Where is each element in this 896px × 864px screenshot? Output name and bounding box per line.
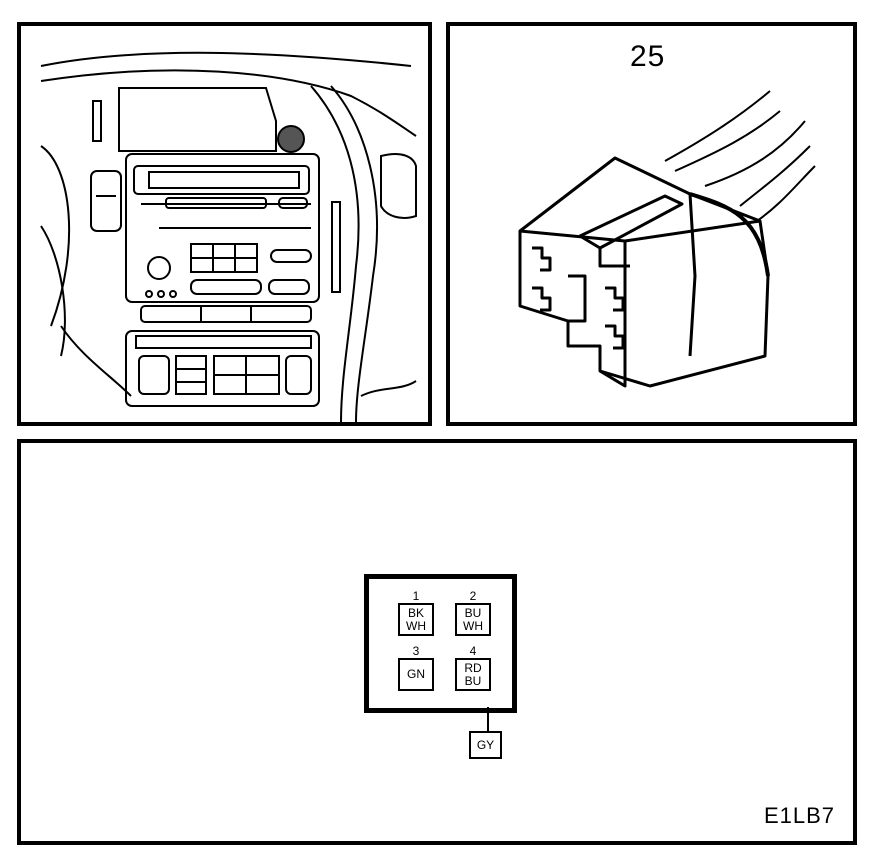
wire-color-stripe: BU (464, 673, 482, 688)
figure-code: E1LB7 (763, 803, 835, 828)
pin-number: 4 (469, 644, 477, 658)
pin-color-box: RD BU (455, 658, 491, 691)
connector-illustration (518, 90, 816, 388)
pin-3: 3 GN (398, 645, 434, 691)
pin-number: 3 (412, 644, 420, 658)
connector-view-panel: 25 (446, 22, 857, 426)
pin-color-box: GN (398, 658, 434, 691)
pin-color-box: BU WH (455, 603, 491, 636)
wire-color-primary: RD (464, 660, 482, 675)
pinout-panel: 1 BK WH 2 BU WH 3 GN 4 RD BU (17, 439, 857, 845)
pin-4: 4 RD BU (455, 645, 491, 691)
pin-number: 1 (412, 589, 420, 603)
connector-number: 25 (630, 40, 666, 73)
wire-color-stripe: WH (406, 618, 426, 633)
pin-number: 2 (469, 589, 477, 603)
wire-color-primary: BK (407, 605, 424, 620)
pin-2: 2 BU WH (455, 590, 491, 636)
pin-1: 1 BK WH (398, 590, 434, 636)
wire-color-stripe: WH (463, 618, 483, 633)
pin-4-wire (487, 707, 489, 731)
wire-color-box: GY (469, 731, 502, 759)
pin-color-box: BK WH (398, 603, 434, 636)
wire-color-primary: BU (464, 605, 482, 620)
wire-color-primary: GN (407, 667, 425, 681)
dashboard-illustration (40, 51, 417, 422)
dashboard-location-panel (17, 22, 432, 426)
connector-face-outline: 1 BK WH 2 BU WH 3 GN 4 RD BU (364, 574, 517, 713)
